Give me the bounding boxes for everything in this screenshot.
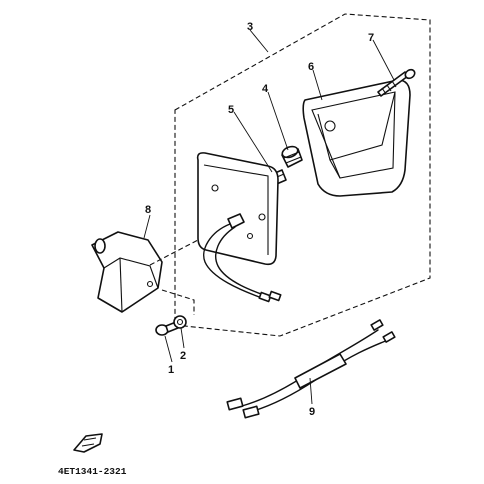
tail-light-base[interactable] xyxy=(196,152,279,266)
leader-lines xyxy=(143,29,395,405)
callout-5: 5 xyxy=(228,104,234,116)
callout-9: 9 xyxy=(309,406,315,418)
bracket[interactable] xyxy=(91,231,163,313)
callout-3: 3 xyxy=(247,21,253,33)
callout-7: 7 xyxy=(368,32,374,44)
screw[interactable] xyxy=(377,68,416,97)
front-arrow-icon xyxy=(73,433,103,453)
lens[interactable] xyxy=(302,79,411,197)
callout-6: 6 xyxy=(308,61,314,73)
bulb[interactable] xyxy=(281,145,303,168)
callout-2: 2 xyxy=(180,350,186,362)
lead-wires xyxy=(203,223,282,303)
callout-8: 8 xyxy=(145,204,151,216)
drawing-code: 4ET1341-2321 xyxy=(58,466,127,477)
nut[interactable] xyxy=(173,315,187,329)
sub-wire-lead[interactable] xyxy=(226,319,396,419)
callout-1: 1 xyxy=(168,364,174,376)
callout-4: 4 xyxy=(262,83,269,95)
bolt[interactable] xyxy=(155,321,179,336)
